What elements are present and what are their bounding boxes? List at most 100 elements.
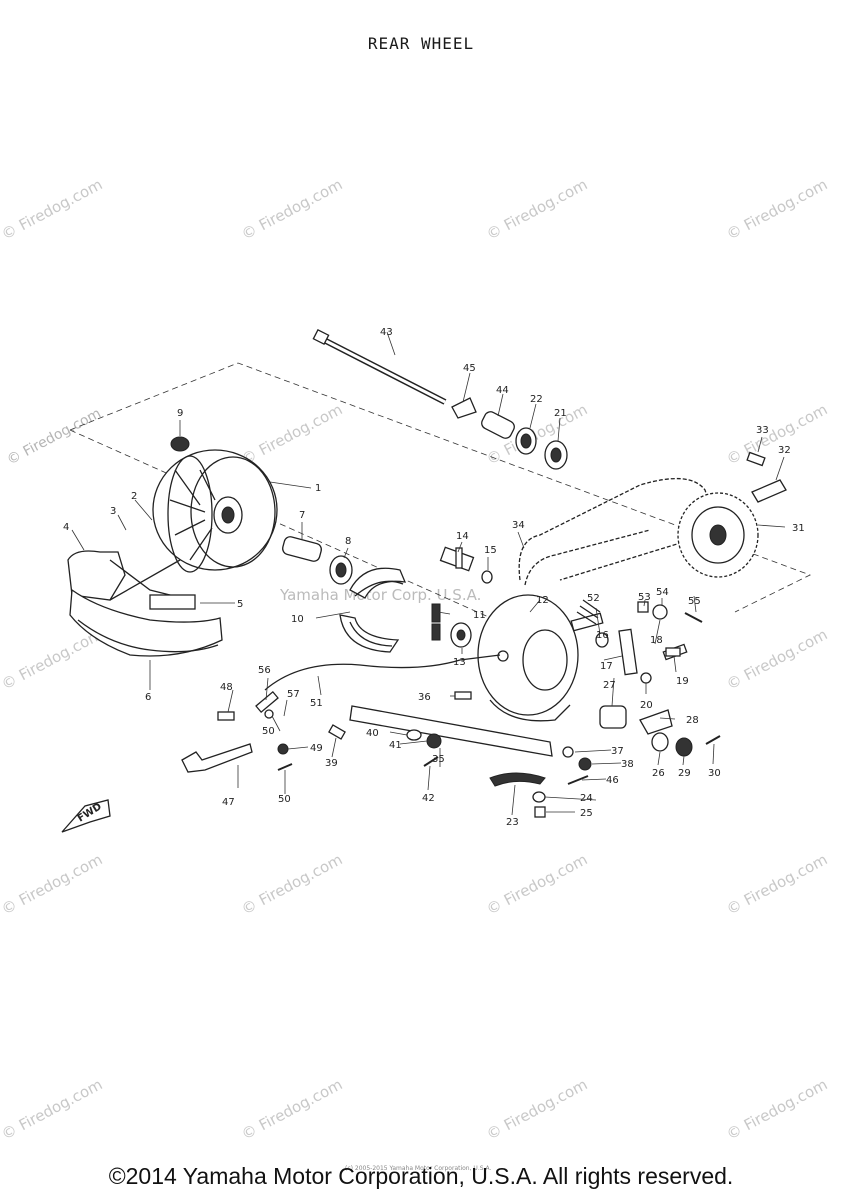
brake-plate [477,594,579,722]
watermark: © Firedog.com [238,400,345,468]
callout: 15 [484,545,497,556]
tension-bar [349,705,553,757]
callout: 53 [638,592,651,603]
watermark: © Firedog.com [483,850,590,918]
callout: 7 [299,510,305,521]
brake-pedal [181,743,253,773]
callout: 30 [708,768,721,779]
watermark: © Firedog.com [723,400,830,468]
copyright-footer: ©2014 Yamaha Motor Corporation, U.S.A. A… [108,1163,734,1189]
chain-joint [746,451,787,503]
callout: 42 [422,793,435,804]
small-copyright: (c) 2005-2015 Yamaha Motor Corporation, … [345,1165,491,1172]
callout: 23 [506,817,519,828]
watermark: © Firedog.com [0,850,105,918]
callout: 17 [600,661,613,672]
callout: 31 [792,523,805,534]
watermark: © Firedog.com [723,625,830,693]
watermark-grid: © Firedog.com © Firedog.com © Firedog.co… [0,175,830,1143]
rear-hub [152,436,278,573]
callout: 52 [587,593,600,604]
callout: 32 [778,445,791,456]
diagram-title: REAR WHEEL [367,34,475,53]
watermark: © Firedog.com [723,850,830,918]
callout: 12 [536,595,549,606]
callout: 33 [756,425,769,436]
rear-sprocket [677,492,759,578]
callout: 24 [580,793,593,804]
callout: 4 [63,522,69,533]
callout: 57 [287,689,300,700]
callout: 51 [310,698,323,709]
callout: 37 [611,746,624,757]
callout: 46 [606,775,619,786]
callout: 49 [310,743,323,754]
callout: 55 [688,596,701,607]
callout: 41 [389,740,402,751]
brake-cable [264,654,501,691]
callout: 43 [380,327,393,338]
callout: 50 [262,726,275,737]
part-callouts: 1 2 3 4 5 6 7 8 9 10 11 12 13 14 15 16 1… [63,327,805,828]
watermark: © Firedog.com [4,406,103,469]
watermark: © Firedog.com [0,625,105,693]
callout: 21 [554,408,567,419]
brake-shoes [339,567,441,653]
axle-spacers-and-bearings [451,397,568,470]
watermark: © Firedog.com [483,1075,590,1143]
callout: 6 [145,692,151,703]
callout: 3 [110,506,116,517]
callout: 25 [580,808,593,819]
watermark: © Firedog.com [483,175,590,243]
callout: 44 [496,385,509,396]
chain-adjuster [599,705,721,757]
chain-case [67,550,223,657]
callout: 27 [603,680,616,691]
forward-direction-arrow: FWD [61,799,111,833]
callout: 40 [366,728,379,739]
callout: 54 [656,587,669,598]
assembly-boundary [69,362,812,641]
callout: 8 [345,536,351,547]
callout: 48 [220,682,233,693]
callout: 47 [222,797,235,808]
callout: 19 [676,676,689,687]
callout: 35 [432,754,445,765]
watermark: © Firedog.com [723,175,830,243]
brake-arm [570,601,688,684]
callout: 5 [237,599,243,610]
callout: 10 [291,614,304,625]
callout: 16 [596,630,609,641]
callout: 38 [621,759,634,770]
callout: 56 [258,665,271,676]
callout: 22 [530,394,543,405]
callout: 28 [686,715,699,726]
hub-bushing [282,536,322,562]
callout: 26 [652,768,665,779]
callout: 36 [418,692,431,703]
watermark: © Firedog.com [0,1075,105,1143]
callout: 50 [278,794,291,805]
watermark: © Firedog.com [238,175,345,243]
callout: 1 [315,483,321,494]
callout: 39 [325,758,338,769]
callout: 13 [453,657,466,668]
callout: 29 [678,768,691,779]
callout: 11 [473,610,486,621]
leader-lines [71,331,786,816]
callout: 18 [650,635,663,646]
callout: 45 [463,363,476,374]
small-hardware [217,547,703,818]
axle [312,328,447,405]
callout: 9 [177,408,183,419]
watermark: © Firedog.com [238,1075,345,1143]
callout: 2 [131,491,137,502]
callout: 14 [456,531,469,542]
watermark: © Firedog.com [0,175,105,243]
callout: 34 [512,520,525,531]
center-watermark: Yamaha Motor Corp. U.S.A. [279,586,481,604]
watermark: © Firedog.com [723,1075,830,1143]
callout: 20 [640,700,653,711]
